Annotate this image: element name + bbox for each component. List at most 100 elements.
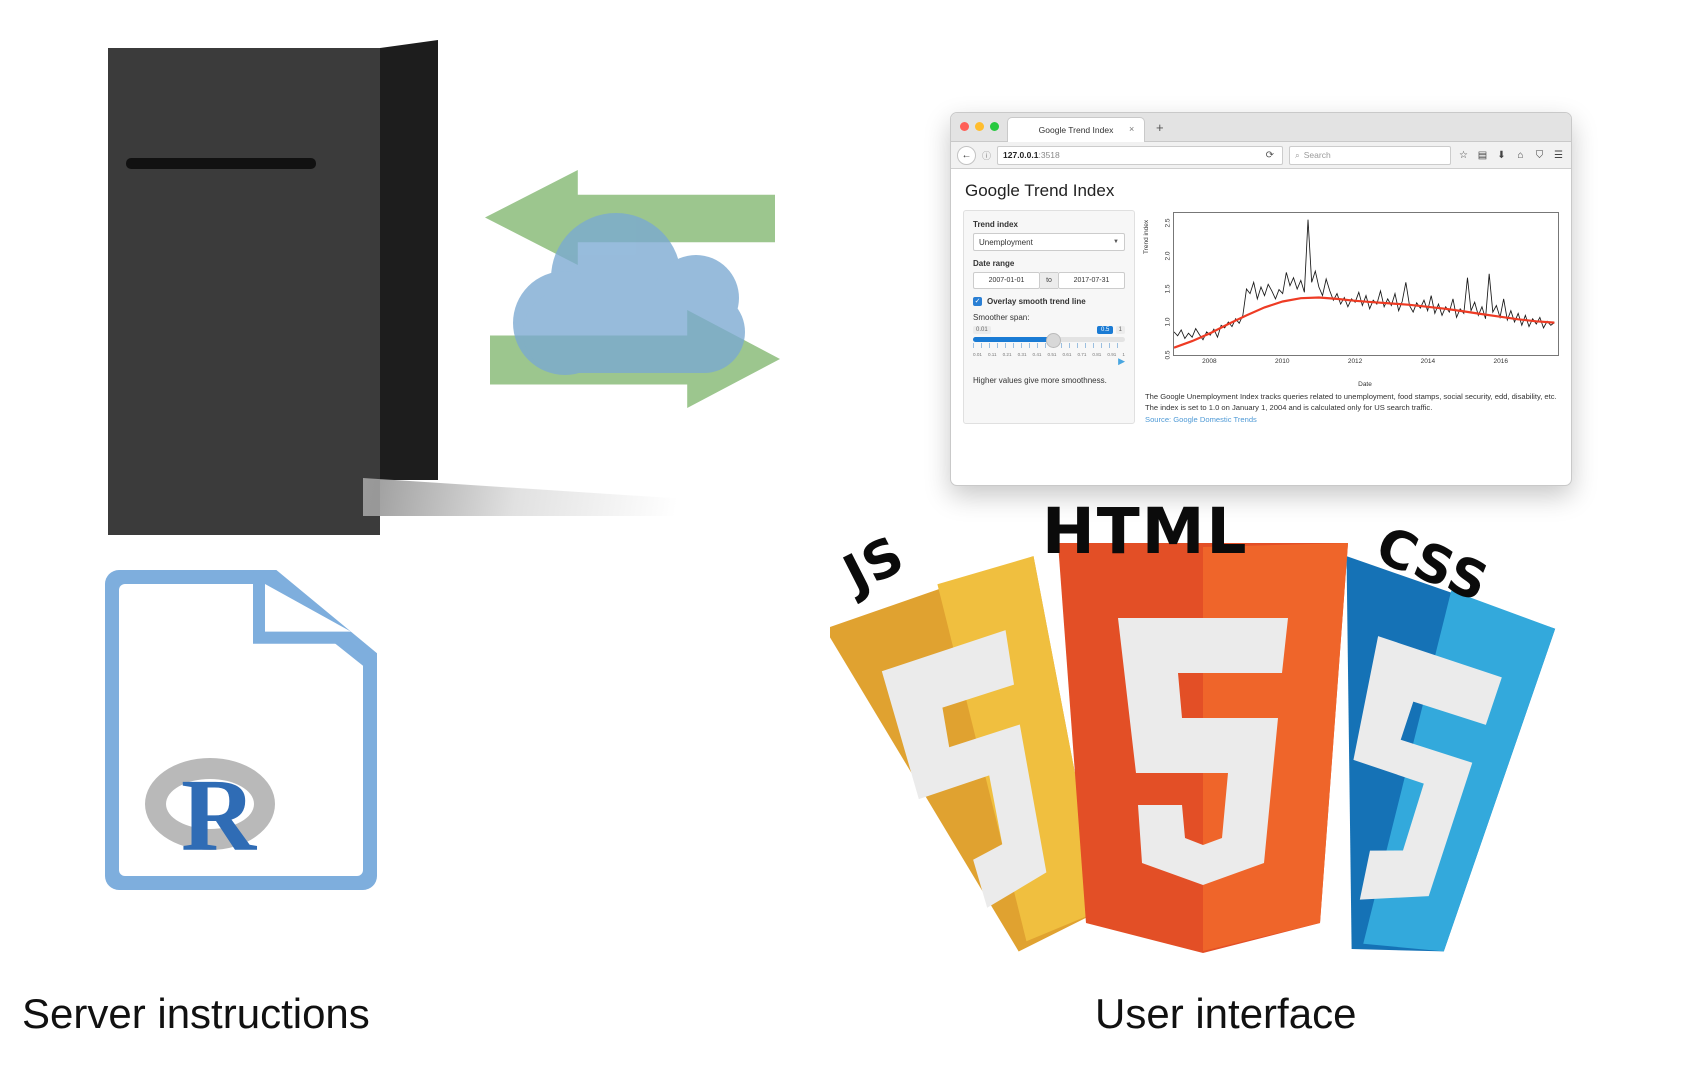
x-axis-ticks: 2008 2010 2012 2014 2016	[1173, 358, 1559, 370]
js-logo	[830, 556, 1102, 952]
date-from-input[interactable]: 2007-01-01	[973, 272, 1040, 289]
y-axis-label: Trend index	[1143, 219, 1150, 254]
trend-plot: Trend index 0.5 1.0 1.5 2.0 2.5 2008 2010 2012…	[1143, 210, 1559, 370]
url-bar[interactable]: 127.0.0.1 :3518 ⟳	[997, 145, 1283, 165]
date-range-label: Date range	[973, 259, 1015, 268]
smoother-span-label: Smoother span:	[973, 313, 1030, 322]
plot-canvas	[1173, 212, 1559, 356]
zoom-window-button[interactable]	[990, 122, 999, 131]
url-port: :3518	[1038, 150, 1060, 160]
minimize-window-button[interactable]	[975, 122, 984, 131]
smoother-span-slider[interactable]	[973, 333, 1125, 348]
slider-play-icon[interactable]: ▶	[1118, 356, 1125, 366]
server-tower-icon	[108, 40, 438, 535]
x-tick-label: 2010	[1275, 358, 1290, 365]
date-to-input[interactable]: 2017-07-31	[1058, 272, 1125, 289]
r-letter: R	[181, 758, 257, 873]
chart-area: Trend index 0.5 1.0 1.5 2.0 2.5 2008 2010 2012…	[1143, 210, 1559, 424]
source-link[interactable]: Source: Google Domestic Trends	[1145, 415, 1257, 424]
x-tick-label: 2008	[1202, 358, 1217, 365]
search-input[interactable]: ⌕ Search	[1289, 145, 1451, 165]
server-front-panel	[108, 48, 380, 535]
server-drive-slot	[126, 158, 316, 169]
date-to-label: to	[1040, 272, 1058, 289]
x-tick-label: 2012	[1347, 358, 1363, 365]
slider-tick: 0.81	[1092, 352, 1102, 357]
browser-tabbar: Google Trend Index × +	[951, 113, 1571, 142]
back-button[interactable]: ←	[957, 145, 976, 165]
slider-tick: 0.31	[1017, 352, 1027, 357]
bookmark-star-icon[interactable]: ☆	[1459, 149, 1468, 161]
close-window-button[interactable]	[960, 122, 969, 131]
slider-tick: 0.11	[987, 352, 997, 357]
y-axis-ticks: 0.5 1.0 1.5 2.0 2.5	[1155, 210, 1172, 360]
y-tick-label: 1.0	[1164, 317, 1172, 327]
new-tab-icon[interactable]: +	[1156, 120, 1164, 135]
app-page: Google Trend Index Trend index Unemploym…	[951, 169, 1571, 461]
x-tick-label: 2014	[1420, 358, 1436, 365]
slider-tick: 0.21	[1002, 352, 1012, 357]
slider-tick: 0.61	[1062, 352, 1072, 357]
r-script-file-icon: R	[105, 570, 377, 890]
html5-logo	[1058, 543, 1348, 953]
index-description: The Google Unemployment Index tracks que…	[1145, 392, 1557, 412]
browser-window: Google Trend Index × + ← ⓘ 127.0.0.1 :35…	[950, 112, 1572, 486]
slider-tick: 0.51	[1047, 352, 1057, 357]
slider-tick: 1	[1122, 352, 1125, 357]
server-side-panel	[380, 40, 438, 480]
x-tick-label: 2016	[1493, 358, 1508, 365]
web-tech-logos	[820, 495, 1580, 955]
y-tick-label: 2.0	[1164, 251, 1172, 261]
y-tick-label: 1.5	[1164, 284, 1172, 294]
overlay-trend-checkbox-row[interactable]: ✓ Overlay smooth trend line	[973, 297, 1125, 306]
smoother-hint: Higher values give more smoothness.	[973, 376, 1107, 385]
shield-icon[interactable]: ⛉	[1535, 149, 1544, 161]
slider-tick: 0.71	[1077, 352, 1087, 357]
slider-min-value: 0.01	[973, 326, 991, 334]
slider-tick: 0.91	[1107, 352, 1117, 357]
html-wordmark: HTML	[1042, 495, 1249, 568]
trend-index-label: Trend index	[973, 220, 1018, 229]
window-traffic-lights[interactable]	[960, 122, 999, 131]
library-icon[interactable]: ▤	[1477, 149, 1488, 161]
y-tick-label: 0.5	[1164, 350, 1172, 360]
slider-tick-labels: 0.01 0.11 0.21 0.31 0.41 0.51 0.61 0.71 …	[973, 352, 1125, 357]
y-tick-label: 2.5	[1164, 218, 1172, 228]
cloud-icon	[513, 213, 753, 378]
tab-close-icon[interactable]: ×	[1129, 124, 1135, 134]
chart-svg	[1174, 219, 1555, 349]
caption-server-instructions: Server instructions	[22, 990, 370, 1037]
controls-panel: Trend index Unemployment ▼ Date range 20…	[963, 210, 1135, 424]
css-logo	[1346, 556, 1556, 952]
trend-index-value: Unemployment	[979, 237, 1033, 247]
slider-tick: 0.41	[1032, 352, 1042, 357]
slider-endpoints: 0.01 0.5 1	[973, 326, 1125, 334]
browser-navbar: ← ⓘ 127.0.0.1 :3518 ⟳ ⌕ Search ☆ ▤ ⬇ ⌂ ⛉…	[951, 142, 1571, 169]
tab-title: Google Trend Index	[1038, 125, 1114, 135]
overlay-trend-label: Overlay smooth trend line	[987, 297, 1086, 306]
slider-tick: 0.01	[973, 352, 982, 357]
slider-fill	[973, 337, 1049, 342]
checkbox-checked-icon[interactable]: ✓	[973, 297, 982, 306]
url-host: 127.0.0.1	[1003, 150, 1039, 160]
browser-tab[interactable]: Google Trend Index	[1007, 117, 1145, 142]
search-placeholder: Search	[1303, 150, 1331, 160]
slider-current-value: 0.5	[1097, 326, 1114, 334]
sync-arrows-icon	[485, 165, 785, 415]
slider-max-value: 1	[1115, 326, 1125, 334]
date-range-row: 2007-01-01 to 2017-07-31	[973, 272, 1125, 289]
reload-icon[interactable]: ⟳	[1265, 149, 1274, 161]
x-axis-label: Date	[1358, 381, 1372, 388]
trend-index-select[interactable]: Unemployment ▼	[973, 233, 1125, 251]
series-smooth-line	[1174, 296, 1555, 349]
page-title: Google Trend Index	[965, 181, 1115, 200]
downloads-icon[interactable]: ⬇	[1497, 149, 1506, 161]
caption-user-interface: User interface	[1095, 990, 1357, 1037]
slider-handle[interactable]	[1045, 333, 1061, 348]
menu-icon[interactable]: ☰	[1554, 149, 1563, 161]
site-info-icon[interactable]: ⓘ	[982, 150, 992, 161]
home-icon[interactable]: ⌂	[1517, 149, 1524, 161]
server-shadow	[363, 478, 703, 516]
search-icon: ⌕	[1295, 149, 1300, 160]
